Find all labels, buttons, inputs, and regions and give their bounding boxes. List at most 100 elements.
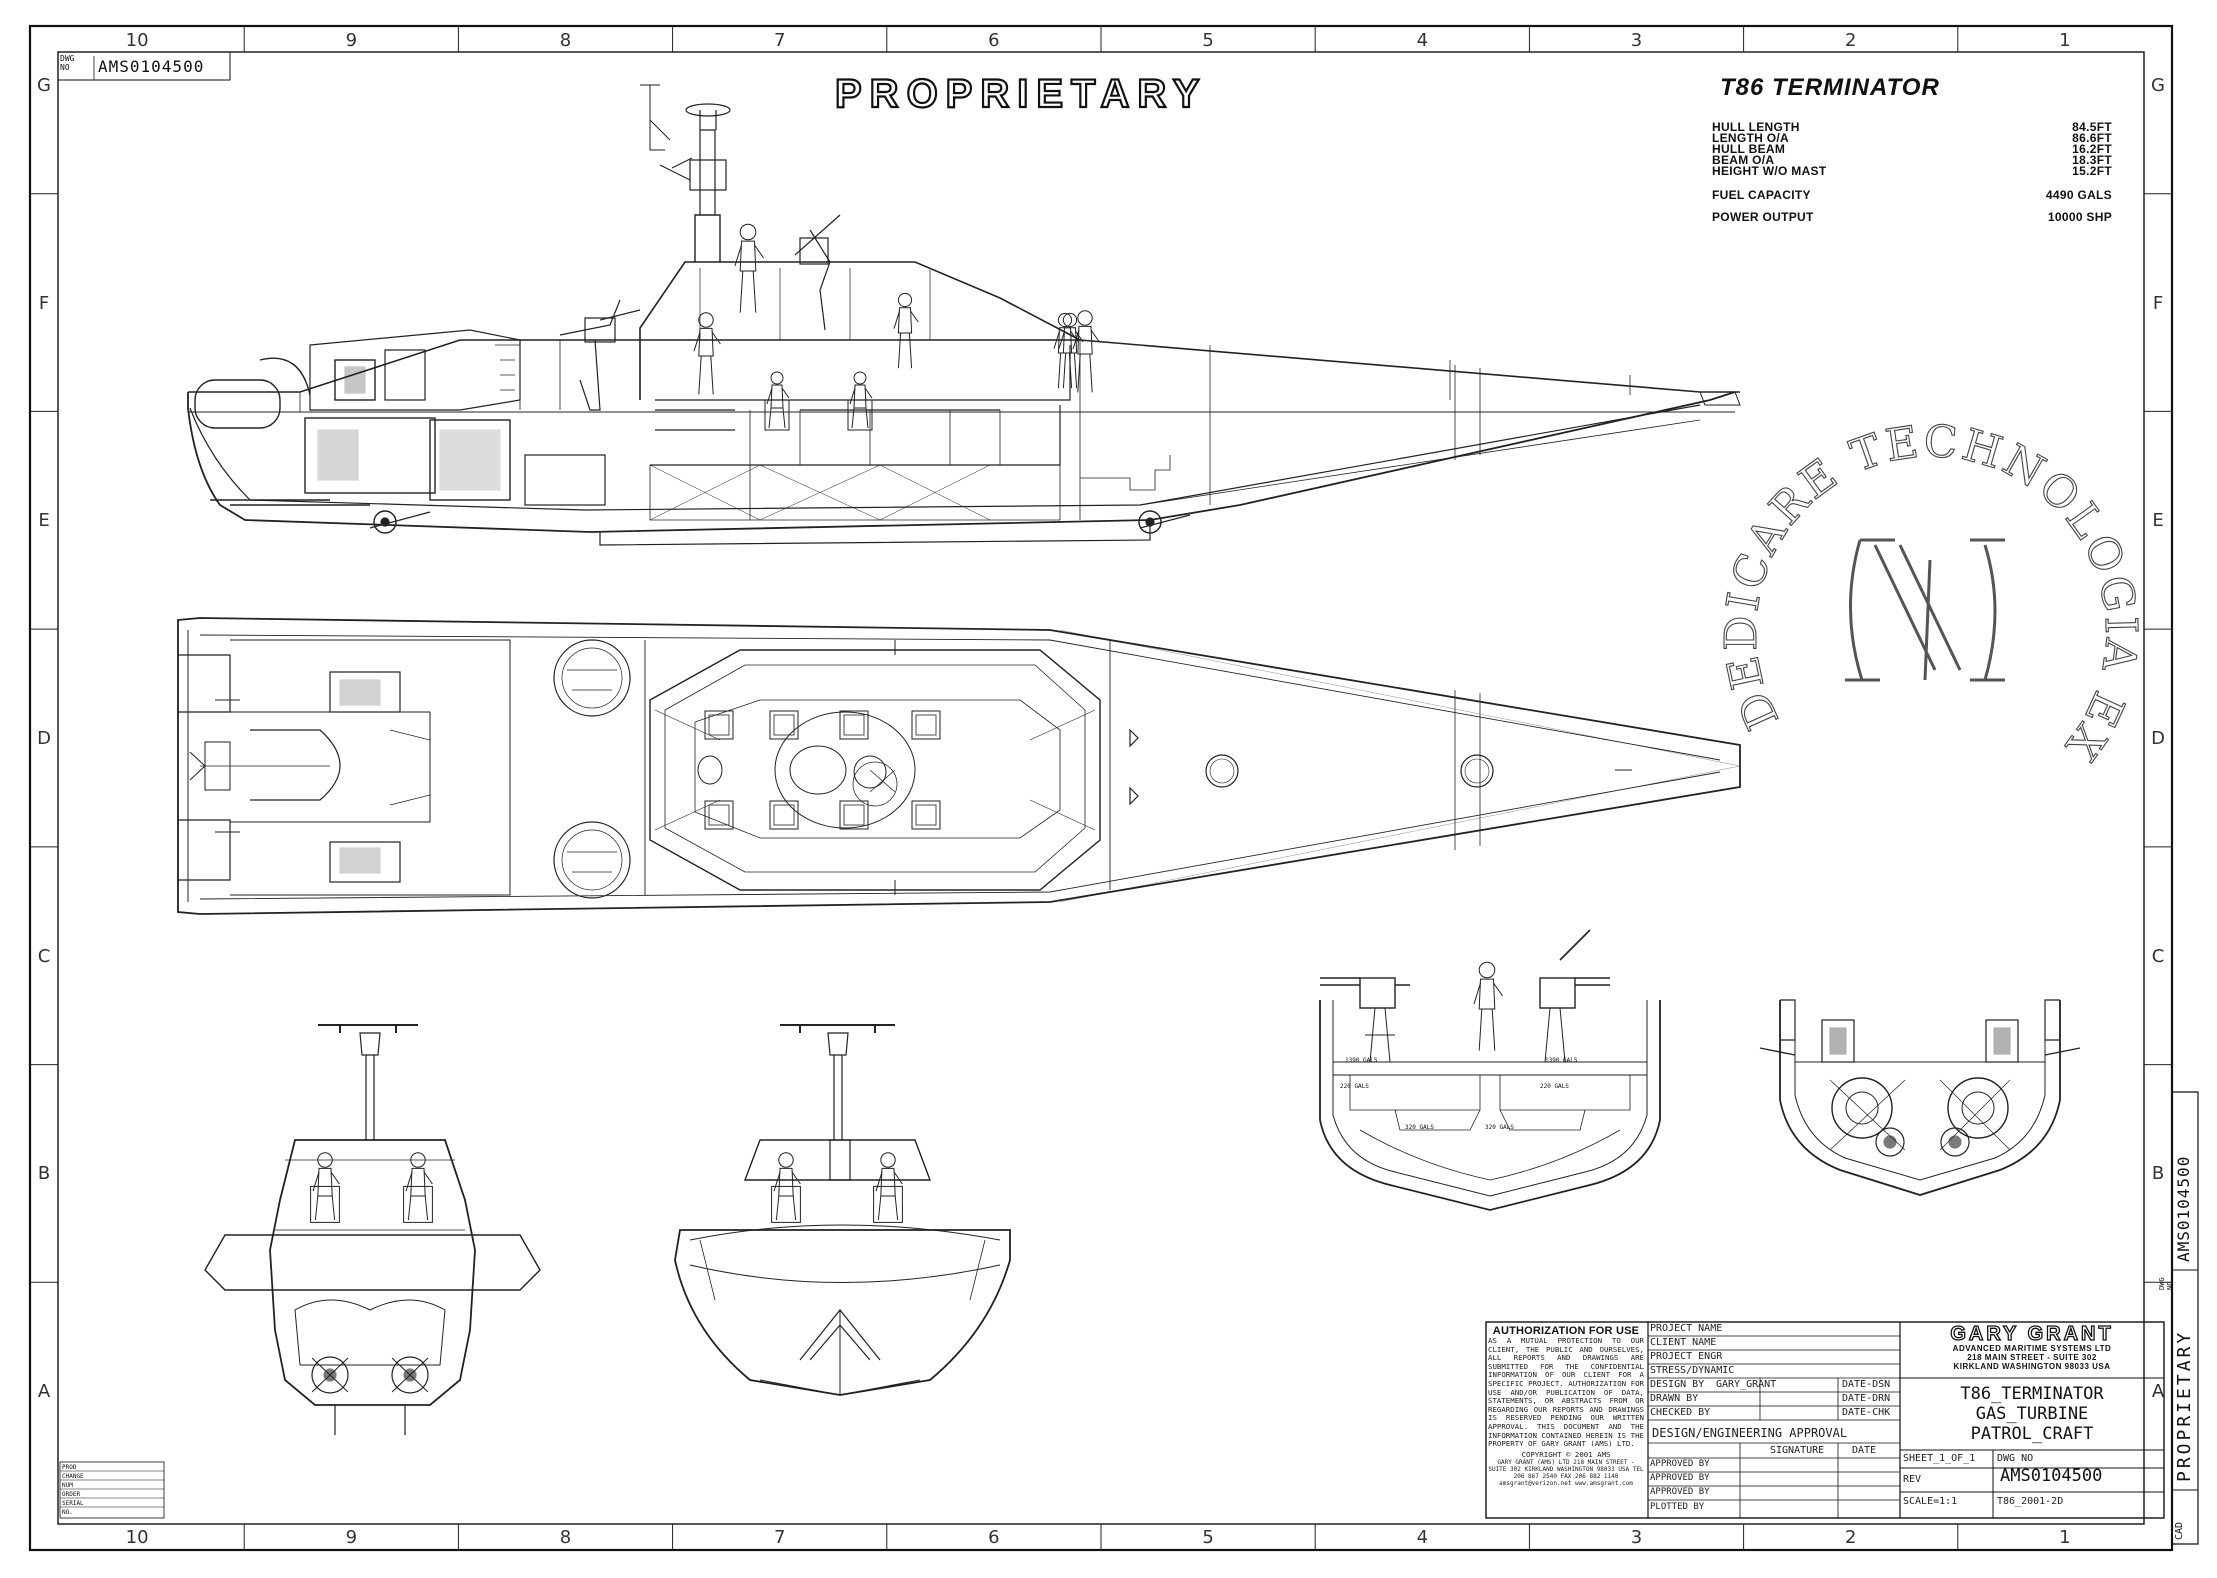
tb-design-by: DESIGN BY [1650, 1379, 1705, 1390]
title-block-lines [58, 51, 2199, 1545]
drawing-title-line-3: PATROL_CRAFT [1970, 1424, 2094, 1444]
revision-label: SERIAL [62, 1500, 84, 1507]
crew-figure [1058, 312, 1084, 389]
tank-label-2: 220 GALS [1340, 1083, 1369, 1090]
authorization-title: AUTHORIZATION FOR USE [1492, 1325, 1640, 1337]
col-label-3-bottom: 3 [1630, 1527, 1643, 1548]
proprietary-banner: PROPRIETARY [834, 71, 1208, 117]
spec-value: 16.2FT [2072, 142, 2112, 156]
col-label-4-top: 4 [1416, 30, 1429, 51]
tb-date-chk: DATE-CHK [1842, 1407, 1891, 1418]
tb-file: T86_2001-2D [1997, 1496, 2064, 1507]
company-name: GARY GRANT [1950, 1323, 2114, 1345]
crew-section-view [1473, 961, 1504, 1051]
tb-client-name: CLIENT NAME [1650, 1337, 1717, 1348]
authorization-copyright: COPYRIGHT © 2001 AMS [1521, 1449, 1611, 1459]
side-elevation-view [187, 84, 1741, 546]
tb-sheet: SHEET_1_OF_1 [1903, 1453, 1976, 1464]
side-cad: CAD [2174, 1521, 2185, 1540]
authorization-block: AUTHORIZATION FOR USE AS A MUTUAL PROTEC… [1488, 1325, 1644, 1487]
tb-approved-by-3: APPROVED BY [1650, 1487, 1710, 1497]
col-label-7-top: 7 [773, 30, 786, 51]
row-ticks [30, 193, 2172, 1283]
tb-design-by-value: GARY_GRANT [1716, 1379, 1777, 1390]
spec-label: HULL BEAM [1712, 142, 1786, 156]
side-dwg-no: AMS0104500 [2174, 1155, 2193, 1262]
stern-end-view [204, 1024, 541, 1435]
tank-label-4: 1390 GALS [1545, 1057, 1578, 1064]
seat [839, 800, 869, 830]
drawing-title-line-1: T86_TERMINATOR [1960, 1384, 2104, 1404]
spec-label: HULL LENGTH [1712, 120, 1800, 134]
revision-label: CHANGE [62, 1473, 84, 1480]
col-label-1-top: 1 [2059, 30, 2071, 51]
col-label-8-top: 8 [559, 30, 572, 51]
spec-value: 86.6FT [2072, 131, 2112, 145]
crew-figure [847, 371, 873, 431]
column-ticks [243, 26, 1959, 1550]
drawing-title: T86_TERMINATOR GAS_TURBINE PATROL_CRAFT [1902, 1384, 2162, 1444]
crew-figure [1473, 961, 1504, 1051]
tank-label-6: 320 GALS [1485, 1124, 1514, 1131]
authorization-address: GARY GRANT (AMS) LTD 218 MAIN STREET - S… [1488, 1459, 1644, 1488]
tb-scale: SCALE=1:1 [1903, 1496, 1958, 1507]
seat [769, 710, 799, 740]
crew-bow-view [771, 1152, 903, 1223]
crew-figure [734, 223, 765, 313]
revision-label: ORDER [62, 1491, 81, 1498]
tank-label-1: 1390 GALS [1345, 1057, 1378, 1064]
crew-figures-side [693, 223, 1100, 431]
col-label-10-bottom: 10 [125, 1527, 149, 1548]
col-label-5-top: 5 [1202, 30, 1214, 51]
tb-rev: REV [1903, 1474, 1922, 1485]
company-block: GARY GRANT ADVANCED MARITIME SYSTEMS LTD… [1902, 1323, 2162, 1371]
row-label-F-right: F [2152, 292, 2164, 314]
row-label-A-left: A [37, 1381, 51, 1403]
row-label-A-right: A [2151, 1381, 2165, 1403]
row-label-G-left: G [37, 74, 51, 96]
col-label-3-top: 3 [1630, 30, 1643, 51]
seat [704, 800, 734, 830]
tb-date: DATE [1852, 1445, 1877, 1456]
col-label-9-bottom: 9 [345, 1527, 358, 1548]
crew-figure [403, 1152, 433, 1223]
row-label-F-left: F [38, 292, 50, 314]
crew-figure [693, 312, 721, 395]
seat [911, 800, 941, 830]
dwg-no-label: DWG NO [60, 54, 75, 72]
tank-label-5: 320 GALS [1405, 1124, 1434, 1131]
row-label-E-left: E [38, 510, 50, 532]
tb-date-drn: DATE-DRN [1842, 1393, 1891, 1404]
tb-checked-by: CHECKED BY [1650, 1407, 1711, 1418]
row-label-C-left: C [37, 945, 51, 967]
authorization-body: AS A MUTUAL PROTECTION TO OUR CLIENT, TH… [1488, 1336, 1644, 1449]
spec-value: 15.2FT [2072, 164, 2112, 178]
col-label-8-bottom: 8 [559, 1527, 572, 1548]
seat [769, 800, 799, 830]
row-label-B-left: B [37, 1163, 51, 1185]
col-label-2-top: 2 [1844, 30, 1857, 51]
col-label-6-bottom: 6 [988, 1527, 1000, 1548]
col-label-2-bottom: 2 [1844, 1527, 1857, 1548]
power-label: POWER OUTPUT [1712, 210, 1814, 224]
row-label-E-right: E [2152, 510, 2164, 532]
col-label-6-top: 6 [988, 30, 1000, 51]
row-label-B-right: B [2151, 1163, 2165, 1185]
tb-dwg-no: AMS0104500 [2000, 1466, 2103, 1486]
col-label-1-bottom: 1 [2059, 1527, 2071, 1548]
fuel-value: 4490 GALS [2045, 188, 2112, 202]
col-label-4-bottom: 4 [1416, 1527, 1429, 1548]
power-output-row: POWER OUTPUT 10000 SHP [1712, 210, 2112, 224]
col-label-5-bottom: 5 [1202, 1527, 1214, 1548]
company-addr2: KIRKLAND WASHINGTON 98033 USA [1953, 1362, 2111, 1371]
seat [839, 710, 869, 740]
fuel-capacity-row: FUEL CAPACITY 4490 GALS [1712, 188, 2112, 202]
tb-signature: SIGNATURE [1770, 1445, 1825, 1456]
col-label-9-top: 9 [345, 30, 358, 51]
tb-approval-heading: DESIGN/ENGINEERING APPROVAL [1652, 1426, 1848, 1440]
tb-project-engr: PROJECT ENGR [1650, 1351, 1723, 1362]
